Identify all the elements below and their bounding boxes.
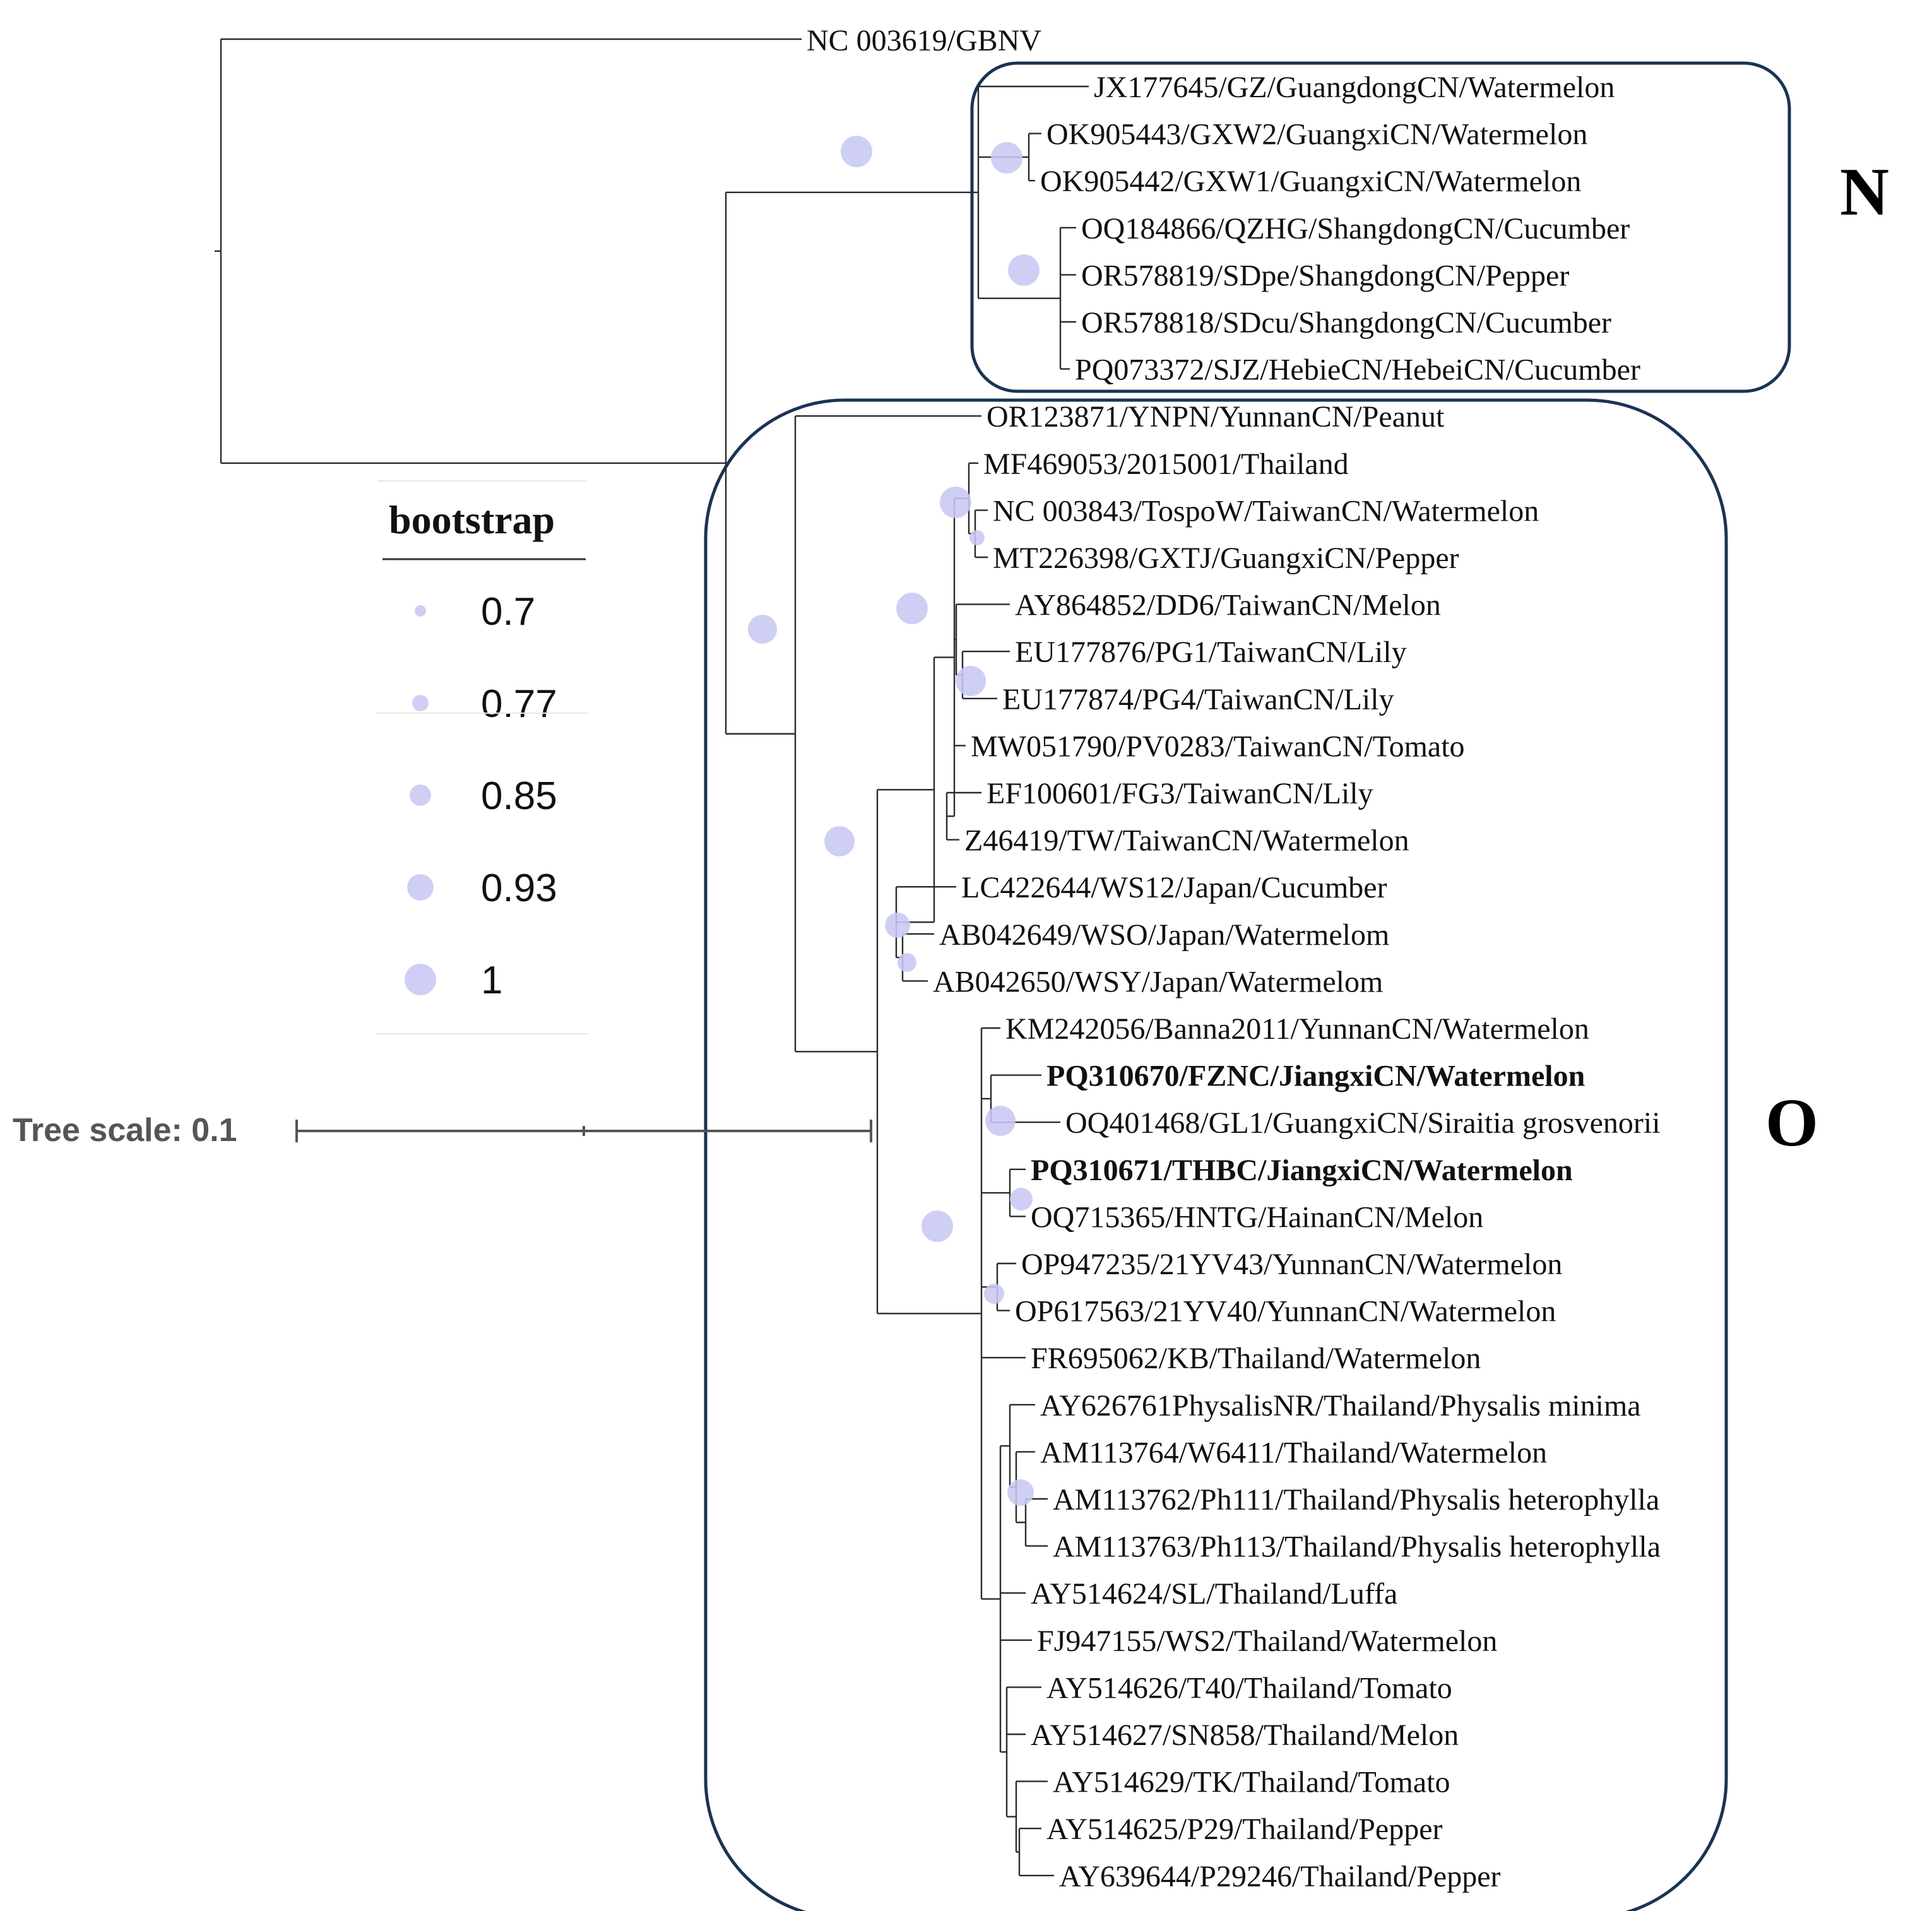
clade-o-box <box>704 398 1728 1911</box>
bootstrap-node-circle <box>898 953 916 972</box>
bootstrap-node-circles <box>748 136 1040 1506</box>
legend-circle <box>407 874 434 901</box>
legend-circle <box>405 964 436 995</box>
leaf-label-outgroup: NC 003619/GBNV <box>807 24 1041 57</box>
leaf-label: LC422644/WS12/Japan/Cucumber <box>961 871 1387 904</box>
leaf-label: AY514626/T40/Thailand/Tomato <box>1046 1671 1452 1705</box>
leaf-label: AB042649/WSO/Japan/Watermelom <box>939 918 1389 952</box>
leaf-label: NC 003843/TospoW/TaiwanCN/Watermelon <box>993 494 1539 528</box>
legend-value: 0.7 <box>481 590 535 634</box>
bootstrap-node-circle <box>896 593 928 624</box>
leaf-label: EU177876/PG1/TaiwanCN/Lily <box>1015 636 1407 669</box>
leaf-label: PQ073372/SJZ/HebieCN/HebeiCN/Cucumber <box>1075 353 1640 387</box>
leaf-label: EF100601/FG3/TaiwanCN/Lily <box>987 777 1373 810</box>
leaf-label: AM113763/Ph113/Thailand/Physalis heterop… <box>1053 1530 1661 1564</box>
bootstrap-node-circle <box>748 615 777 644</box>
tree-scale-label: Tree scale: 0.1 <box>13 1112 237 1149</box>
leaf-label: AY639644/P29246/Thailand/Pepper <box>1059 1860 1501 1893</box>
leaf-label: AM113764/W6411/Thailand/Watermelon <box>1040 1436 1547 1469</box>
legend-circle <box>415 605 426 617</box>
leaf-label: OK905443/GXW2/GuangxiCN/Watermelon <box>1046 118 1587 151</box>
leaf-label: AB042650/WSY/Japan/Watermelom <box>933 965 1383 998</box>
bootstrap-node-circle <box>922 1210 953 1242</box>
legend-circle <box>412 695 429 711</box>
leaf-label: OQ401468/GL1/GuangxiCN/Siraitia grosveno… <box>1065 1106 1661 1140</box>
bootstrap-node-circle <box>1007 1479 1034 1506</box>
leaf-label: AY626761PhysalisNR/Thailand/Physalis min… <box>1040 1389 1641 1423</box>
leaf-label: OK905442/GXW1/GuangxiCN/Watermelon <box>1040 165 1581 198</box>
bootstrap-node-circle <box>940 487 971 518</box>
legend-value: 0.77 <box>481 682 557 726</box>
bootstrap-node-circle <box>984 1284 1004 1304</box>
clade-n-box <box>970 61 1791 393</box>
leaf-label: OP617563/21YV40/YunnanCN/Watermelon <box>1015 1295 1556 1328</box>
legend-value: 1 <box>481 959 502 1002</box>
leaf-label: EU177874/PG4/TaiwanCN/Lily <box>1002 683 1394 716</box>
leaf-label: OR123871/YNPN/YunnanCN/Peanut <box>987 400 1445 434</box>
leaf-label: MF469053/2015001/Thailand <box>983 447 1349 481</box>
leaf-label: AY514629/TK/Thailand/Tomato <box>1053 1766 1450 1799</box>
leaf-label: AY514624/SL/Thailand/Luffa <box>1031 1577 1397 1611</box>
leaf-label: PQ310670/FZNC/JiangxiCN/Watermelon <box>1046 1060 1585 1093</box>
leaf-label: FJ947155/WS2/Thailand/Watermelon <box>1037 1624 1497 1658</box>
leaf-label: OP947235/21YV43/YunnanCN/Watermelon <box>1021 1248 1562 1281</box>
leaf-label: OR578819/SDpe/ShangdongCN/Pepper <box>1081 259 1569 292</box>
bootstrap-node-circle <box>824 826 855 856</box>
bootstrap-node-circle <box>991 142 1022 174</box>
clade-label-n: N <box>1840 155 1889 230</box>
bootstrap-node-circle <box>841 136 872 167</box>
bootstrap-legend: bootstrap 0.7 0.77 0.85 0.93 1 <box>376 480 588 1034</box>
leaf-label: KM242056/Banna2011/YunnanCN/Watermelon <box>1005 1012 1589 1046</box>
leaf-label: Z46419/TW/TaiwanCN/Watermelon <box>964 824 1409 858</box>
bootstrap-node-circle <box>1008 254 1040 286</box>
legend-circle <box>410 784 431 806</box>
leaf-label: AM113762/Ph111/Thailand/Physalis heterop… <box>1053 1483 1659 1517</box>
leaf-labels: JX177645/GZ/GuangdongCN/WatermelonOK9054… <box>933 71 1661 1893</box>
legend-value: 0.93 <box>481 867 557 910</box>
leaf-label: OQ184866/QZHG/ShangdongCN/Cucumber <box>1081 212 1630 246</box>
leaf-label: AY864852/DD6/TaiwanCN/Melon <box>1015 589 1441 622</box>
bootstrap-node-circle <box>969 530 985 545</box>
leaf-label: OR578818/SDcu/ShangdongCN/Cucumber <box>1081 306 1611 340</box>
leaf-label: FR695062/KB/Thailand/Watermelon <box>1031 1342 1481 1375</box>
bootstrap-node-circle <box>956 666 986 696</box>
leaf-label: AY514627/SN858/Thailand/Melon <box>1031 1719 1459 1752</box>
leaf-label: JX177645/GZ/GuangdongCN/Watermelon <box>1094 71 1615 104</box>
leaf-label: PQ310671/THBC/JiangxiCN/Watermelon <box>1031 1154 1573 1187</box>
clade-label-o: O <box>1765 1086 1818 1161</box>
leaf-label: MW051790/PV0283/TaiwanCN/Tomato <box>971 730 1465 763</box>
leaf-label: OQ715365/HNTG/HainanCN/Melon <box>1031 1200 1483 1234</box>
leaf-label: AY514625/P29/Thailand/Pepper <box>1046 1813 1443 1846</box>
leaf-label: MT226398/GXTJ/GuangxiCN/Pepper <box>993 541 1459 575</box>
tree-scale: Tree scale: 0.1 <box>13 1112 872 1149</box>
bootstrap-node-circle <box>985 1106 1016 1136</box>
legend-title: bootstrap <box>389 497 555 542</box>
legend-entries: 0.7 0.77 0.85 0.93 1 <box>405 590 557 1002</box>
bootstrap-node-circle <box>1010 1188 1033 1210</box>
tree-branches <box>215 38 1089 1877</box>
legend-value: 0.85 <box>481 774 557 818</box>
bootstrap-node-circle <box>885 913 910 938</box>
